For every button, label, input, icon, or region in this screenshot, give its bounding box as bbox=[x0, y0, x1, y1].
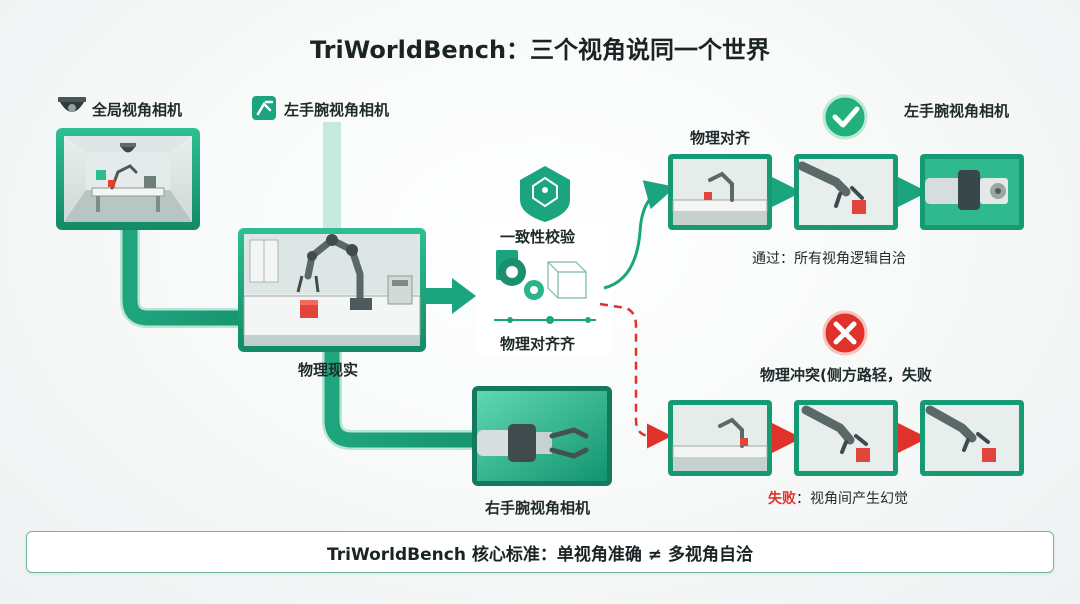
pass-result-text: 通过：所有视角逻辑自洽 bbox=[752, 251, 906, 267]
global-camera-panel bbox=[56, 128, 200, 230]
consistency-check-card bbox=[476, 220, 612, 356]
fail-branch-arrow bbox=[599, 302, 672, 449]
physical-reality-panel bbox=[238, 228, 426, 352]
pass-frame-1 bbox=[668, 154, 772, 230]
pipe-global-to-reality bbox=[120, 215, 255, 328]
dome-camera-icon-small bbox=[120, 143, 136, 153]
dome-camera-icon bbox=[58, 97, 86, 112]
fail-frame-1 bbox=[668, 400, 772, 476]
arrow-reality-to-check bbox=[424, 278, 476, 314]
consistency-check-label: 一致性校验 bbox=[500, 228, 576, 246]
fail-result-prefix: 失败 bbox=[768, 491, 796, 507]
pass-camera-label: 左手腕视角相机 bbox=[904, 102, 1010, 120]
page-title: TriWorldBench：三个视角说同一个世界 bbox=[309, 36, 771, 64]
pass-branch-arrow bbox=[603, 180, 676, 290]
footer-text: TriWorldBench 核心标准：单视角准确 ≠ 多视角自洽 bbox=[327, 544, 753, 565]
pipe-reality-to-right-wrist bbox=[322, 340, 488, 450]
pass-top-label: 物理对齐 bbox=[690, 129, 751, 147]
footer-banner: TriWorldBench 核心标准：单视角准确 ≠ 多视角自洽 bbox=[26, 531, 1054, 573]
global-camera-label: 全局视角相机 bbox=[92, 101, 183, 119]
fail-frame-2 bbox=[794, 400, 898, 476]
wrist-camera-icon bbox=[252, 96, 276, 120]
pass-frame-3 bbox=[920, 154, 1024, 230]
physical-alignment-label: 物理对齐齐 bbox=[500, 335, 576, 353]
conflict-text: 物理冲突(侧方路轻，失败 bbox=[760, 366, 932, 384]
shield-network-icon bbox=[520, 166, 570, 222]
check-icon bbox=[822, 94, 868, 140]
right-wrist-camera-label: 右手腕视角相机 bbox=[485, 499, 591, 517]
fail-result-suffix: ：视角间产生幻觉 bbox=[796, 491, 908, 507]
gears-cube-icon bbox=[498, 258, 587, 300]
left-wrist-camera-label: 左手腕视角相机 bbox=[284, 101, 390, 119]
fail-result-text: 失败：视角间产生幻觉 bbox=[768, 488, 908, 508]
fail-frame-3 bbox=[920, 400, 1024, 476]
physical-reality-label: 物理现实 bbox=[298, 361, 359, 379]
cross-icon bbox=[822, 310, 868, 356]
pass-frame-2 bbox=[794, 154, 898, 230]
right-wrist-camera-panel bbox=[472, 386, 612, 486]
